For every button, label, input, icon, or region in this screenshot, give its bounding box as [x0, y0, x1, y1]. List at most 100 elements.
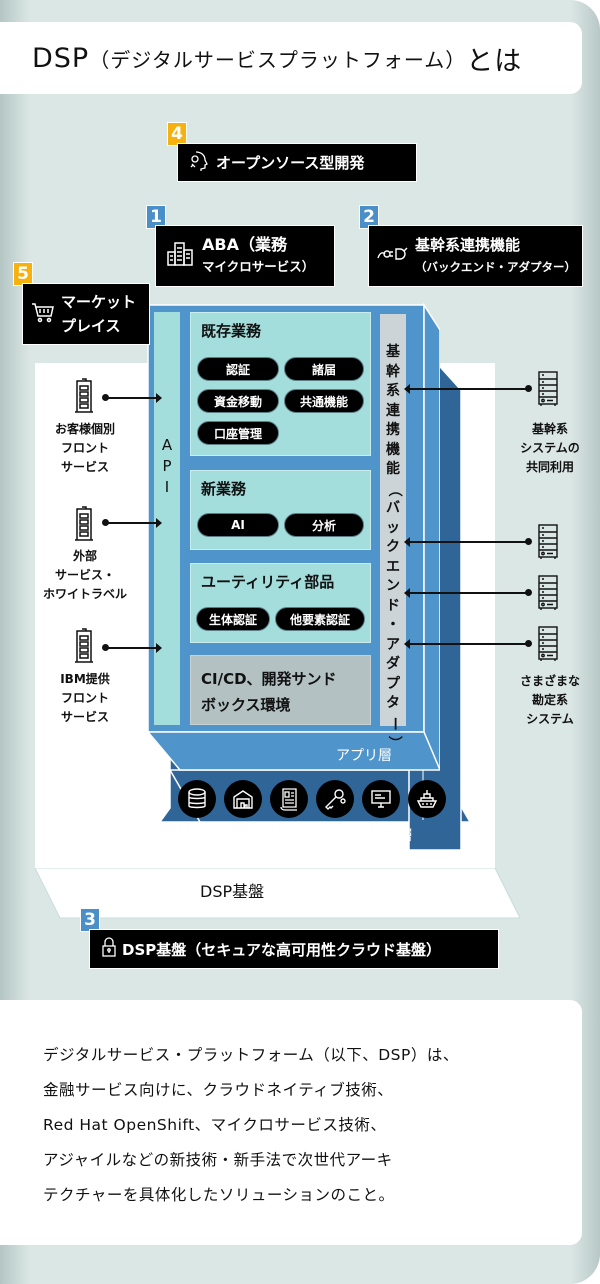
connector-dot: [102, 394, 109, 401]
backend-adapter-char: （: [385, 482, 402, 497]
callout-backend: 基幹系連携機能 （バックエンド・アダプター）: [368, 225, 583, 287]
callout-marketplace-line2: プレイス: [61, 317, 121, 335]
cicd-line2: ボックス環境: [201, 696, 291, 714]
backend-adapter-column: [380, 314, 406, 726]
callout-aba-line2: マイクロサービス）: [202, 259, 315, 274]
backend-adapter-char: 連: [386, 402, 400, 419]
connector-arrow: [106, 647, 160, 649]
arrow-head: [404, 384, 410, 394]
callout-open-source-label: オープンソース型開発: [216, 154, 365, 172]
office-building-icon: [73, 628, 95, 668]
monitor-icon: [362, 780, 400, 818]
description-line: テクチャーを具体化したソリューションのこと。: [43, 1186, 395, 1204]
warehouse-icon: [224, 780, 262, 818]
callout-dsp-base: DSP基盤（セキュアな高可用性クラウド基盤）: [89, 929, 499, 969]
backend-adapter-char: バ: [386, 500, 400, 516]
plug-icon: [377, 246, 409, 266]
backend-adapter-char: 機: [386, 441, 400, 458]
callout-open-source: オープンソース型開発: [177, 143, 417, 182]
api-label: A P I: [161, 436, 173, 496]
pill-multi-factor-auth[interactable]: 他要素認証: [275, 607, 365, 631]
backend-adapter-char: ク: [386, 539, 400, 555]
backend-adapter-char: 系: [386, 383, 400, 399]
left-service-label: IBM提供フロントサービス: [60, 672, 110, 724]
backend-adapter-char: ン: [386, 578, 400, 594]
ship-icon: [408, 780, 446, 818]
open-source-head-icon: [188, 150, 210, 176]
connector-dot: [525, 538, 532, 545]
backend-adapter-char: 基: [386, 344, 400, 360]
title-suffix: とは: [466, 45, 523, 77]
backend-adapter-char: ・: [386, 617, 400, 633]
cart-icon: [31, 301, 55, 327]
callout-aba: ABA（業務 マイクロサービス）: [155, 225, 335, 287]
app-layer-label: アプリ層: [336, 748, 392, 764]
connector-arrow: [408, 388, 528, 390]
right-system-label: 基幹系システムの共同利用: [520, 422, 580, 474]
backend-adapter-char: 能: [386, 461, 400, 477]
backend-adapter-char: ド: [386, 597, 400, 614]
building-icon: [166, 240, 194, 272]
connector-dot: [102, 644, 109, 651]
document-icon: [270, 780, 308, 818]
connector-arrow: [408, 592, 528, 594]
connector-dot: [525, 640, 532, 647]
backend-adapter-char: ダ: [386, 656, 400, 672]
office-building-icon: [73, 378, 95, 418]
callout-marketplace: マーケット プレイス: [22, 283, 150, 345]
server-icon: [537, 574, 559, 616]
backend-adapter-char: 携: [386, 422, 400, 438]
pill-auth[interactable]: 認証: [197, 357, 279, 381]
panel-existing-title: 既存業務: [201, 322, 262, 340]
arrow-head: [156, 518, 162, 528]
right-system-label: さまざまな勘定系システム: [519, 674, 580, 726]
connector-dot: [525, 589, 532, 596]
office-building-icon: [73, 506, 95, 546]
panel-utility-title: ユーティリティ部品: [201, 573, 335, 591]
callout-aba-line1: ABA（業務: [202, 235, 287, 254]
pill-common-functions[interactable]: 共通機能: [284, 389, 364, 413]
panel-utility: ユーティリティ部品: [190, 563, 371, 643]
pill-analytics[interactable]: 分析: [284, 513, 364, 537]
pill-biometric-auth[interactable]: 生体認証: [196, 607, 270, 631]
server-icon: [537, 523, 559, 565]
pill-fund-transfer[interactable]: 資金移動: [197, 389, 279, 413]
backend-adapter-char: ッ: [386, 519, 400, 536]
title-main: DSP: [32, 42, 90, 74]
arrow-head: [404, 639, 410, 649]
panel-new-title: 新業務: [201, 480, 247, 498]
panel-new-business: 新業務: [190, 470, 371, 550]
cicd-line1: CI/CD、開発サンド: [201, 670, 337, 688]
badge-5: 5: [13, 262, 33, 286]
server-icon: [537, 370, 559, 412]
connector-arrow: [106, 397, 160, 399]
connector-dot: [102, 519, 109, 526]
connector-arrow: [106, 522, 160, 524]
backend-adapter-char: タ: [386, 695, 400, 711]
backend-adapter-char: ア: [386, 636, 400, 653]
arrow-head: [404, 537, 410, 547]
callout-backend-line2: （バックエンド・アダプター）: [415, 260, 576, 274]
lock-icon: [102, 937, 116, 961]
arrow-head: [156, 393, 162, 403]
callout-backend-line1: 基幹系連携機能: [415, 236, 521, 254]
description-line: 金融サービス向けに、クラウドネイティブ技術、: [43, 1081, 394, 1099]
backend-adapter-label: 基幹系連携機能（バックエンド・アダプター）: [382, 343, 404, 753]
panel-cicd: CI/CD、開発サンド ボックス環境: [190, 655, 371, 725]
description-box: デジタルサービス・プラットフォーム（以下、DSP）は、 金融サービス向けに、クラ…: [0, 1000, 582, 1245]
dsp-base-label: DSP基盤: [200, 882, 265, 901]
backend-adapter-char: エ: [386, 558, 400, 575]
pill-notifications[interactable]: 諸届: [284, 357, 364, 381]
pill-ai[interactable]: AI: [197, 513, 279, 537]
callout-dsp-base-label: DSP基盤（セキュアな高可用性クラウド基盤）: [122, 940, 441, 959]
page-title: DSP （デジタルサービスプラットフォーム） とは: [0, 22, 582, 94]
title-sub: （デジタルサービスプラットフォーム）: [89, 47, 467, 72]
database-icon: [178, 780, 216, 818]
description-line: デジタルサービス・プラットフォーム（以下、DSP）は、: [43, 1046, 459, 1064]
pill-account-management[interactable]: 口座管理: [197, 421, 279, 445]
description-line: アジャイルなどの新技術・新手法で次世代アーキ: [43, 1151, 393, 1169]
backend-adapter-char: 幹: [386, 363, 400, 380]
software-layer-label: ソフトウェア/コンテナ層: [254, 828, 413, 844]
arrow-head: [156, 643, 162, 653]
left-service-label: 外部サービス・ホワイトラベル: [42, 549, 127, 601]
